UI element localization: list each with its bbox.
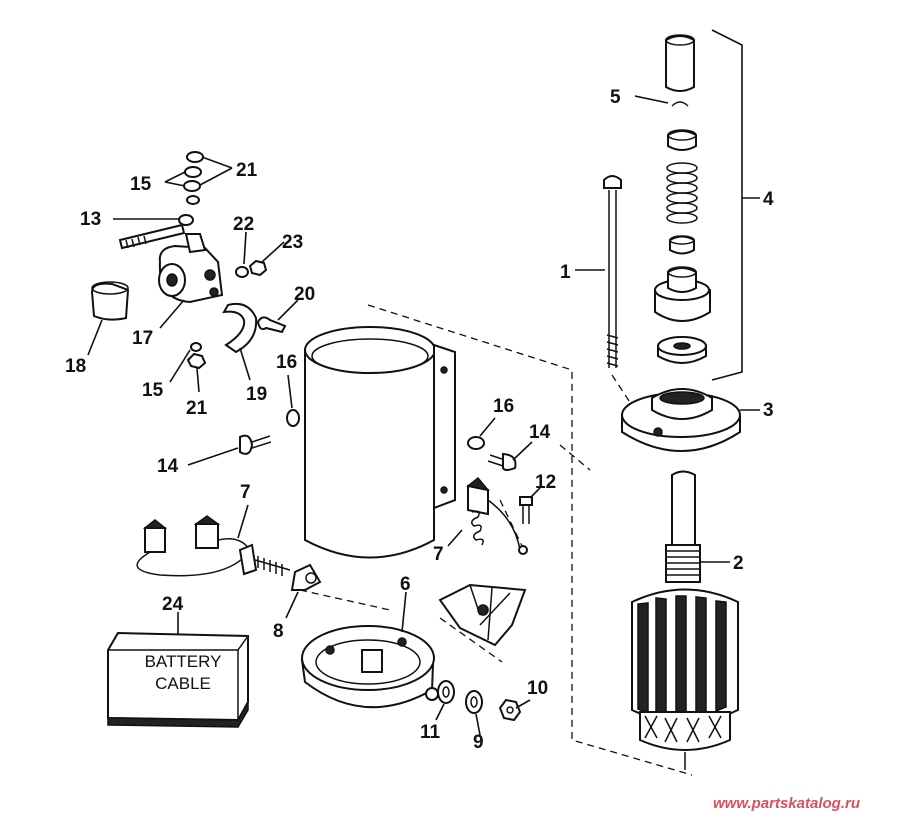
- callout-21-top: 21: [236, 160, 258, 181]
- callout-7-center: 7: [433, 544, 444, 565]
- callout-23: 23: [282, 232, 303, 253]
- drive-end-cap: [621, 388, 741, 452]
- field-frame: [304, 326, 456, 559]
- hex-nut-10: [498, 698, 522, 722]
- callout-1: 1: [560, 262, 571, 283]
- callout-14-left: 14: [157, 456, 179, 477]
- callout-22: 22: [233, 214, 254, 235]
- lock-washer-11: [437, 680, 455, 704]
- callout-12: 12: [535, 472, 556, 493]
- drive-spring: [666, 162, 698, 224]
- callout-19: 19: [246, 384, 267, 405]
- screw-12: [519, 496, 533, 524]
- bracket-4: [711, 29, 743, 381]
- battery-cable-line1: BATTERY: [145, 652, 222, 671]
- leader-lines: [87, 95, 669, 736]
- callout-10: 10: [527, 678, 548, 699]
- callout-15-top: 15: [130, 174, 152, 195]
- callout-14-right: 14: [529, 422, 551, 443]
- callout-6: 6: [400, 574, 411, 595]
- nut-22: [235, 266, 249, 278]
- retaining-ring: [671, 101, 689, 107]
- callout-18: 18: [65, 356, 86, 377]
- brush-set-center: [466, 476, 528, 555]
- callout-3: 3: [763, 400, 774, 421]
- lock-washer-16b: [467, 436, 485, 450]
- screw-14b: [487, 452, 517, 471]
- terminal-bracket: [290, 563, 322, 591]
- mounting-strap: [222, 302, 258, 354]
- spring-cup: [669, 235, 695, 255]
- callout-8: 8: [273, 621, 284, 642]
- armature: [631, 470, 739, 770]
- callout-16-right: 16: [493, 396, 514, 417]
- screw-20: [256, 316, 287, 334]
- callout-13: 13: [80, 209, 101, 230]
- nut-23: [248, 259, 268, 277]
- flat-washer-9: [465, 690, 483, 714]
- callout-7-left: 7: [240, 482, 251, 503]
- thrust-washer: [667, 129, 697, 151]
- lock-washer-16a: [286, 409, 300, 427]
- solenoid: [158, 233, 224, 304]
- callout-9: 9: [473, 732, 484, 753]
- nuts-lower: [186, 342, 207, 370]
- callout-11: 11: [420, 722, 441, 743]
- callout-17: 17: [132, 328, 153, 349]
- callout-20: 20: [294, 284, 315, 305]
- drive-cap: [665, 34, 695, 92]
- callout-15-bottom: 15: [142, 380, 164, 401]
- callout-5: 5: [610, 87, 621, 108]
- solenoid-boot: [90, 281, 130, 321]
- brush-holder-plate: [438, 583, 527, 647]
- callout-16-left: 16: [276, 352, 297, 373]
- commutator-end-cap: [300, 625, 439, 709]
- nuts-washers-stack: [183, 151, 204, 205]
- callout-4: 4: [763, 189, 774, 210]
- drive-nut: [657, 336, 707, 364]
- pinion-gear: [654, 266, 711, 322]
- callout-labels: 1 2 3 4 5 6 7 7 8 9 10 11 12 13 14 14 15…: [65, 87, 774, 753]
- callout-24: 24: [162, 594, 184, 615]
- brush-lead-assembly: [136, 515, 291, 577]
- battery-cable-line2: CABLE: [155, 674, 211, 693]
- assembly-guide-lines: [299, 304, 693, 776]
- callout-21-bottom: 21: [186, 398, 208, 419]
- through-bolt: [603, 175, 622, 368]
- watermark: www.partskatalog.ru: [713, 795, 860, 812]
- screw-14a: [239, 434, 272, 455]
- callout-2: 2: [733, 553, 744, 574]
- battery-cable-box: [107, 631, 249, 728]
- terminal-stud: [118, 214, 194, 250]
